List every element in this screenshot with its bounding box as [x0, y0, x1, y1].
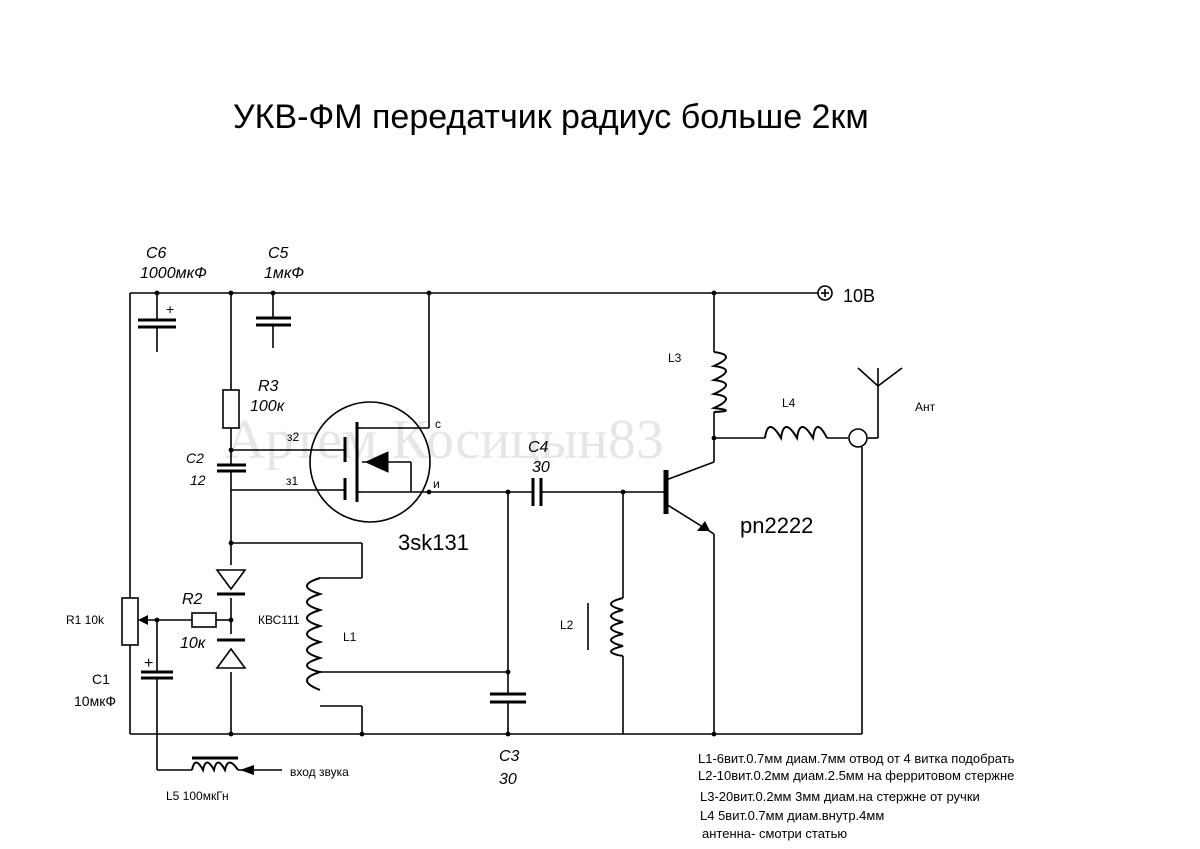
c1-value: 10мкФ	[74, 693, 116, 709]
capacitor-c5: C5 1мкФ	[256, 245, 304, 327]
inductor-l4: L4	[764, 396, 828, 441]
inductor-l1: L1	[306, 577, 357, 691]
c4-value: 30	[532, 459, 550, 476]
note-antenna: антенна- смотри статью	[702, 826, 847, 841]
watermark: Артем Косицын83	[225, 409, 664, 471]
inductor-l5: L5 100мкГн	[166, 756, 239, 803]
c3-name: C3	[499, 748, 520, 765]
notes: L1-6вит.0.7мм диам.7мм отвод от 4 витка …	[698, 751, 1015, 841]
c6-name: C6	[146, 245, 167, 262]
note-l4: L4 5вит.0.7мм диам.внутр.4мм	[700, 808, 884, 823]
c2-value: 12	[190, 472, 206, 488]
svg-text:+: +	[144, 655, 153, 672]
audio-input-label: вход звука	[290, 765, 349, 779]
c1-name: C1	[92, 671, 110, 687]
capacitor-c1: + C1 10мкФ	[74, 655, 173, 709]
mosfet-3sk131: з2 з1 с и 3sk131	[286, 401, 469, 555]
transistor-name: pn2222	[740, 513, 813, 538]
capacitor-c6: + C6 1000мкФ	[138, 245, 207, 329]
capacitor-c3: C3 30	[490, 692, 526, 788]
mosfet-pin-s: и	[433, 477, 440, 491]
supply-label: 10В	[843, 286, 875, 306]
transistor-pn2222: pn2222	[663, 461, 813, 538]
note-l1: L1-6вит.0.7мм диам.7мм отвод от 4 витка …	[698, 751, 1015, 766]
resistor-r3: R3 100к	[222, 378, 286, 429]
antenna: Ант	[848, 367, 936, 448]
junctions	[154, 290, 717, 737]
l1-name: L1	[343, 630, 357, 644]
inductor-l3: L3	[668, 351, 727, 413]
c5-name: C5	[268, 245, 289, 262]
varicap-kvs111: КВС111	[215, 569, 300, 669]
l4-name: L4	[782, 396, 796, 410]
l2-name: L2	[560, 618, 574, 632]
mosfet-pin-d: с	[435, 417, 441, 431]
r2-name: R2	[182, 591, 203, 608]
svg-text:+: +	[166, 301, 174, 317]
l3-name: L3	[668, 351, 682, 365]
r3-name: R3	[258, 378, 279, 395]
varicap-name: КВС111	[258, 613, 300, 627]
resistor-r2: R2 10к	[180, 591, 217, 652]
inductor-l2: L2	[560, 597, 624, 657]
audio-input: вход звука	[240, 765, 349, 779]
r1-label: R1 10k	[66, 613, 105, 627]
c2-name: C2	[186, 450, 204, 466]
r3-value: 100к	[250, 398, 286, 415]
page-title: УКВ-ФМ передатчик радиус больше 2км	[233, 98, 869, 136]
supply-terminal: 10В	[817, 285, 875, 306]
c5-value: 1мкФ	[264, 265, 304, 282]
wires	[129, 292, 879, 771]
capacitor-c2: C2 12	[186, 450, 246, 488]
note-l2: L2-10вит.0.2мм диам.2.5мм на ферритовом …	[698, 768, 1014, 783]
c3-value: 30	[499, 771, 517, 788]
capacitor-c4: C4 30	[528, 439, 550, 506]
mosfet-name: 3sk131	[398, 530, 469, 555]
r2-value: 10к	[180, 635, 207, 652]
c4-name: C4	[528, 439, 549, 456]
note-l3: L3-20вит.0.2мм 3мм диам.на стержне от ру…	[700, 789, 980, 804]
mosfet-pin-g1: з1	[286, 474, 299, 488]
mosfet-pin-g2: з2	[287, 430, 300, 444]
l5-label: L5 100мкГн	[166, 789, 229, 803]
potentiometer-r1: R1 10k	[66, 597, 148, 646]
antenna-label: Ант	[915, 400, 936, 414]
c6-value: 1000мкФ	[140, 265, 207, 282]
